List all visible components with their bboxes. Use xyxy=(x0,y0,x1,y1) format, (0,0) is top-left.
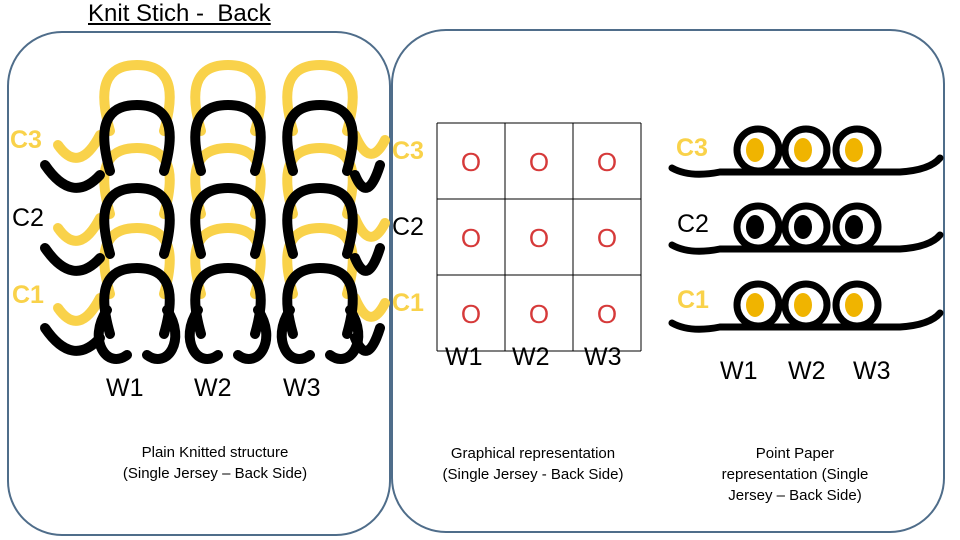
black-loop-r2-w3 xyxy=(282,182,358,259)
bottom-leg-right-w1 xyxy=(142,305,181,364)
black-sinker-left-r2 xyxy=(40,243,105,276)
right-caption-line1: Point Paper xyxy=(755,445,835,462)
middle-caption-line2: (Single Jersey - Back Side) xyxy=(442,466,624,483)
left-course-label-c2: C2 xyxy=(12,204,44,232)
bottom-leg-right-w2 xyxy=(233,305,272,364)
black-loop-r1-w3 xyxy=(282,99,358,176)
left-wale-label-w2: W2 xyxy=(194,374,232,402)
bottom-leg-right-w3 xyxy=(325,305,364,364)
black-loop-r1-w2 xyxy=(190,99,266,176)
right-caption-line3: Jersey – Back Side) xyxy=(728,487,862,504)
mid-course-label-c2: C2 xyxy=(392,213,424,241)
grid-cell-symbol-r1-c2: O xyxy=(529,147,549,177)
left-panel xyxy=(7,31,391,536)
point-paper-dot-r3-w2 xyxy=(794,293,812,317)
yellow-sinker-left-r2 xyxy=(53,213,105,246)
black-sinker-left-r1 xyxy=(40,160,105,193)
yellow-loop-r3-w3 xyxy=(282,222,358,299)
right-wale-label-w3: W3 xyxy=(853,357,891,385)
right-caption-line2: representation (Single xyxy=(721,466,869,483)
grid-cell-symbol-r1-c3: O xyxy=(597,147,617,177)
grid-cell-symbol-r2-c3: O xyxy=(597,223,617,253)
point-paper-dot-r2-w2 xyxy=(794,215,812,239)
page-title: Knit Stich - Back xyxy=(88,0,271,27)
grid-cell-symbol-r2-c2: O xyxy=(529,223,549,253)
right-panel xyxy=(391,29,945,533)
point-paper-dot-r1-w1 xyxy=(746,138,764,162)
point-paper-dot-r2-w1 xyxy=(746,215,764,239)
bottom-leg-left-w1 xyxy=(93,305,132,364)
yellow-sinker-left-r3 xyxy=(53,293,105,326)
left-wale-label-w3: W3 xyxy=(283,374,321,402)
mid-wale-label-w2: W2 xyxy=(512,343,550,371)
yellow-loop-r1-w1 xyxy=(99,59,175,136)
yellow-loop-r1-w3 xyxy=(282,59,358,136)
point-paper-dot-r2-w3 xyxy=(845,215,863,239)
left-caption-line2: (Single Jersey – Back Side) xyxy=(122,465,308,482)
black-loop-r2-w2 xyxy=(190,182,266,259)
yellow-loop-r2-w2 xyxy=(190,142,266,219)
yellow-loop-r3-w2 xyxy=(190,222,266,299)
middle-caption: Graphical representation (Single Jersey … xyxy=(415,443,651,485)
grid-cell-symbol-r3-c2: O xyxy=(529,299,549,329)
yellow-loop-r2-w1 xyxy=(99,142,175,219)
grid-cell-symbol-r2-c1: O xyxy=(461,223,481,253)
black-sinker-right-r1 xyxy=(350,160,385,193)
yellow-loop-r3-w1 xyxy=(99,222,175,299)
black-sinker-right-r2 xyxy=(350,243,385,276)
grid-cell-symbol-r3-c3: O xyxy=(597,299,617,329)
black-loop-r2-w1 xyxy=(99,182,175,259)
left-course-label-c1: C1 xyxy=(12,281,44,309)
right-caption: Point Paper representation (Single Jerse… xyxy=(700,443,890,506)
right-course-label-c1: C1 xyxy=(677,286,709,314)
left-caption-line1: Plain Knitted structure xyxy=(141,444,289,461)
mid-wale-label-w3: W3 xyxy=(584,343,622,371)
right-course-label-c2: C2 xyxy=(677,210,709,238)
right-wale-label-w1: W1 xyxy=(720,357,758,385)
right-wale-label-w2: W2 xyxy=(788,357,826,385)
yellow-loop-r1-w2 xyxy=(190,59,266,136)
right-course-label-c3: C3 xyxy=(676,134,708,162)
point-paper-dot-r1-w3 xyxy=(845,138,863,162)
point-paper-dot-r1-w2 xyxy=(794,138,812,162)
mid-course-label-c1: C1 xyxy=(392,289,424,317)
mid-course-label-c3: C3 xyxy=(392,137,424,165)
yellow-sinker-left-r1 xyxy=(53,130,105,163)
left-course-label-c3: C3 xyxy=(10,126,42,154)
point-paper-dot-r3-w1 xyxy=(746,293,764,317)
point-paper-dot-r3-w3 xyxy=(845,293,863,317)
yellow-loop-r2-w3 xyxy=(282,142,358,219)
mid-wale-label-w1: W1 xyxy=(445,343,483,371)
grid-cell-symbol-r1-c1: O xyxy=(461,147,481,177)
left-wale-label-w1: W1 xyxy=(106,374,144,402)
middle-caption-line1: Graphical representation xyxy=(450,445,616,462)
grid-cell-symbol-r3-c1: O xyxy=(461,299,481,329)
bottom-leg-left-w2 xyxy=(184,305,223,364)
bottom-leg-left-w3 xyxy=(276,305,315,364)
black-loop-r1-w1 xyxy=(99,99,175,176)
left-caption: Plain Knitted structure (Single Jersey –… xyxy=(90,442,340,484)
